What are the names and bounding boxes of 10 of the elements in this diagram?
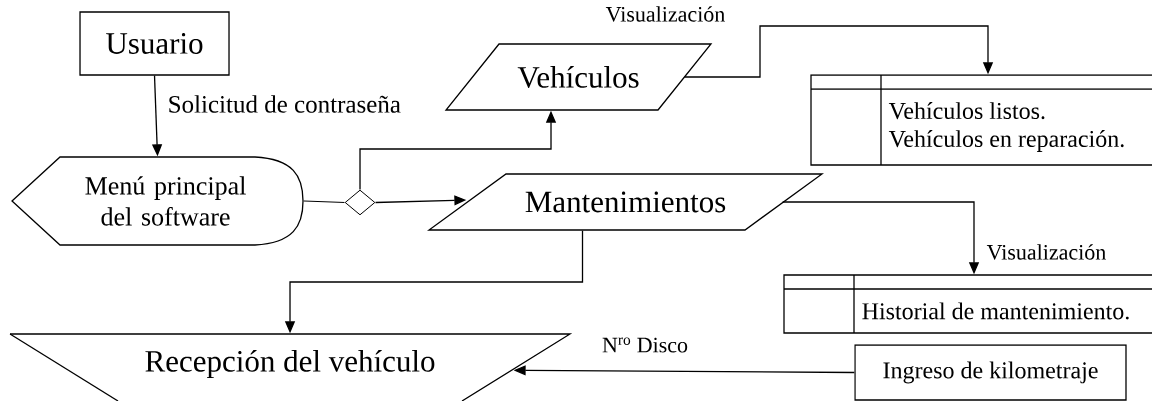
edge-label: Visualización — [604, 5, 727, 23]
edge-label: Solicitud de contraseña — [166, 94, 402, 114]
edge-label: Visualización — [985, 243, 1108, 261]
table-box: Vehículos listos. Vehículos en reparación. — [810, 74, 1152, 166]
connector-arrow — [684, 25, 994, 78]
decision-diamond — [344, 189, 376, 216]
table-box: Historial de mantenimiento. — [783, 274, 1152, 334]
process-box: Usuario — [79, 11, 230, 76]
edge-label: N$^{ro}$ Disco — [601, 336, 690, 354]
process-box: Ingreso de kilometraje — [854, 344, 1127, 401]
